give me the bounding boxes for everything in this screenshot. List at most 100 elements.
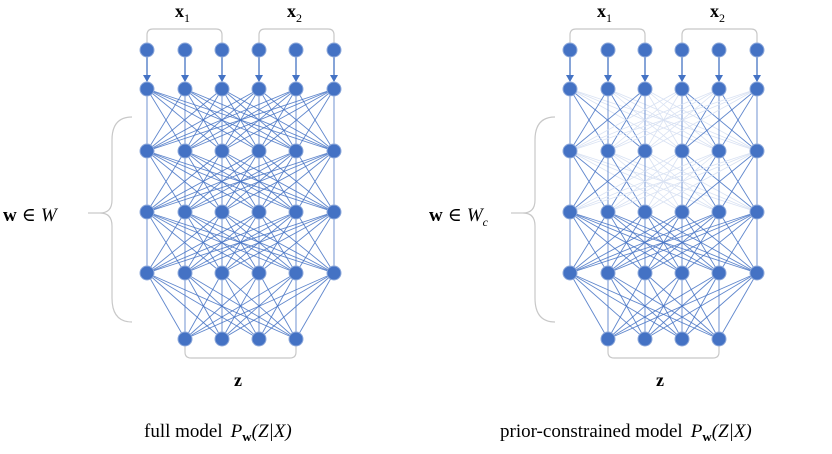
output-node (251, 331, 267, 347)
network-edge (146, 211, 223, 274)
hidden-node (637, 265, 653, 281)
network-edge (146, 272, 223, 340)
input-node (288, 42, 304, 58)
network-edge (184, 150, 335, 213)
network-edge (607, 211, 758, 274)
input-node (637, 42, 653, 58)
hidden-node (288, 143, 304, 159)
hidden-node (562, 204, 578, 220)
network-edge (295, 150, 335, 213)
network-edge (569, 150, 683, 213)
network-edge (146, 88, 335, 152)
network-edge (258, 88, 335, 152)
prior-constrained-network (511, 28, 765, 359)
hidden-node (674, 143, 690, 159)
network-edge (146, 150, 186, 213)
network-edge (644, 272, 758, 340)
network-edge (569, 211, 758, 274)
full-model-network (88, 28, 342, 359)
network-edge (644, 211, 758, 274)
hidden-node (711, 143, 727, 159)
hidden-node (711, 204, 727, 220)
network-edge (184, 272, 335, 340)
network-edge (146, 272, 186, 340)
network-edge (295, 272, 335, 340)
hidden-node (326, 204, 342, 220)
network-edge (607, 88, 758, 152)
network-edge (718, 211, 758, 274)
z-group-brace (184, 339, 297, 359)
network-edge (295, 211, 335, 274)
network-edge (146, 211, 186, 274)
network-edge (681, 272, 758, 340)
network-edge (681, 88, 758, 152)
network-edge (569, 150, 646, 213)
hidden-node (177, 204, 193, 220)
network-edge (569, 211, 720, 274)
network-edge (607, 150, 758, 213)
z-group-brace (607, 339, 720, 359)
network-edge (569, 88, 758, 152)
hidden-node (600, 204, 616, 220)
network-edge (184, 211, 335, 274)
network-edge (258, 272, 335, 340)
hidden-node (674, 81, 690, 97)
hidden-node (637, 143, 653, 159)
hidden-node (674, 204, 690, 220)
network-edge (718, 272, 758, 340)
network-edge (607, 272, 646, 340)
hidden-node (326, 143, 342, 159)
x2-group-brace (681, 28, 758, 50)
network-edge (146, 88, 297, 152)
network-edge (258, 211, 335, 274)
hidden-node (251, 81, 267, 97)
x2-group-brace (258, 28, 335, 50)
network-edge (146, 211, 335, 274)
network-edge (221, 272, 335, 340)
weights-brace (522, 116, 556, 323)
network-edge (184, 88, 335, 152)
x1-group-brace (146, 28, 223, 50)
left-x2-label: x2 (287, 1, 302, 25)
hidden-node (600, 81, 616, 97)
hidden-node (214, 265, 230, 281)
hidden-node (562, 81, 578, 97)
hidden-node (711, 81, 727, 97)
network-edge (569, 211, 609, 274)
input-node (711, 42, 727, 58)
hidden-node (251, 204, 267, 220)
hidden-node (749, 143, 765, 159)
hidden-node (600, 143, 616, 159)
right-x2-label: x2 (710, 1, 725, 25)
network-edge (607, 272, 720, 340)
network-edge (184, 272, 297, 340)
hidden-node (177, 81, 193, 97)
hidden-node (711, 265, 727, 281)
hidden-node (177, 143, 193, 159)
hidden-node (749, 265, 765, 281)
network-edge (221, 211, 335, 274)
output-node (288, 331, 304, 347)
input-node (674, 42, 690, 58)
network-edge (607, 272, 758, 340)
input-node (326, 42, 342, 58)
hidden-node (139, 81, 155, 97)
network-edge (146, 88, 223, 152)
network-edge (569, 150, 720, 213)
network-edge (569, 88, 683, 152)
network-edge (569, 88, 720, 152)
hidden-node (214, 81, 230, 97)
hidden-node (214, 204, 230, 220)
weights-brace (99, 116, 133, 323)
output-node (711, 331, 727, 347)
network-edge (569, 150, 758, 213)
network-edge (681, 211, 758, 274)
network-edge (569, 88, 646, 152)
network-edge (681, 150, 758, 213)
network-edge (146, 211, 297, 274)
input-node (214, 42, 230, 58)
hidden-node (749, 204, 765, 220)
output-node (674, 331, 690, 347)
